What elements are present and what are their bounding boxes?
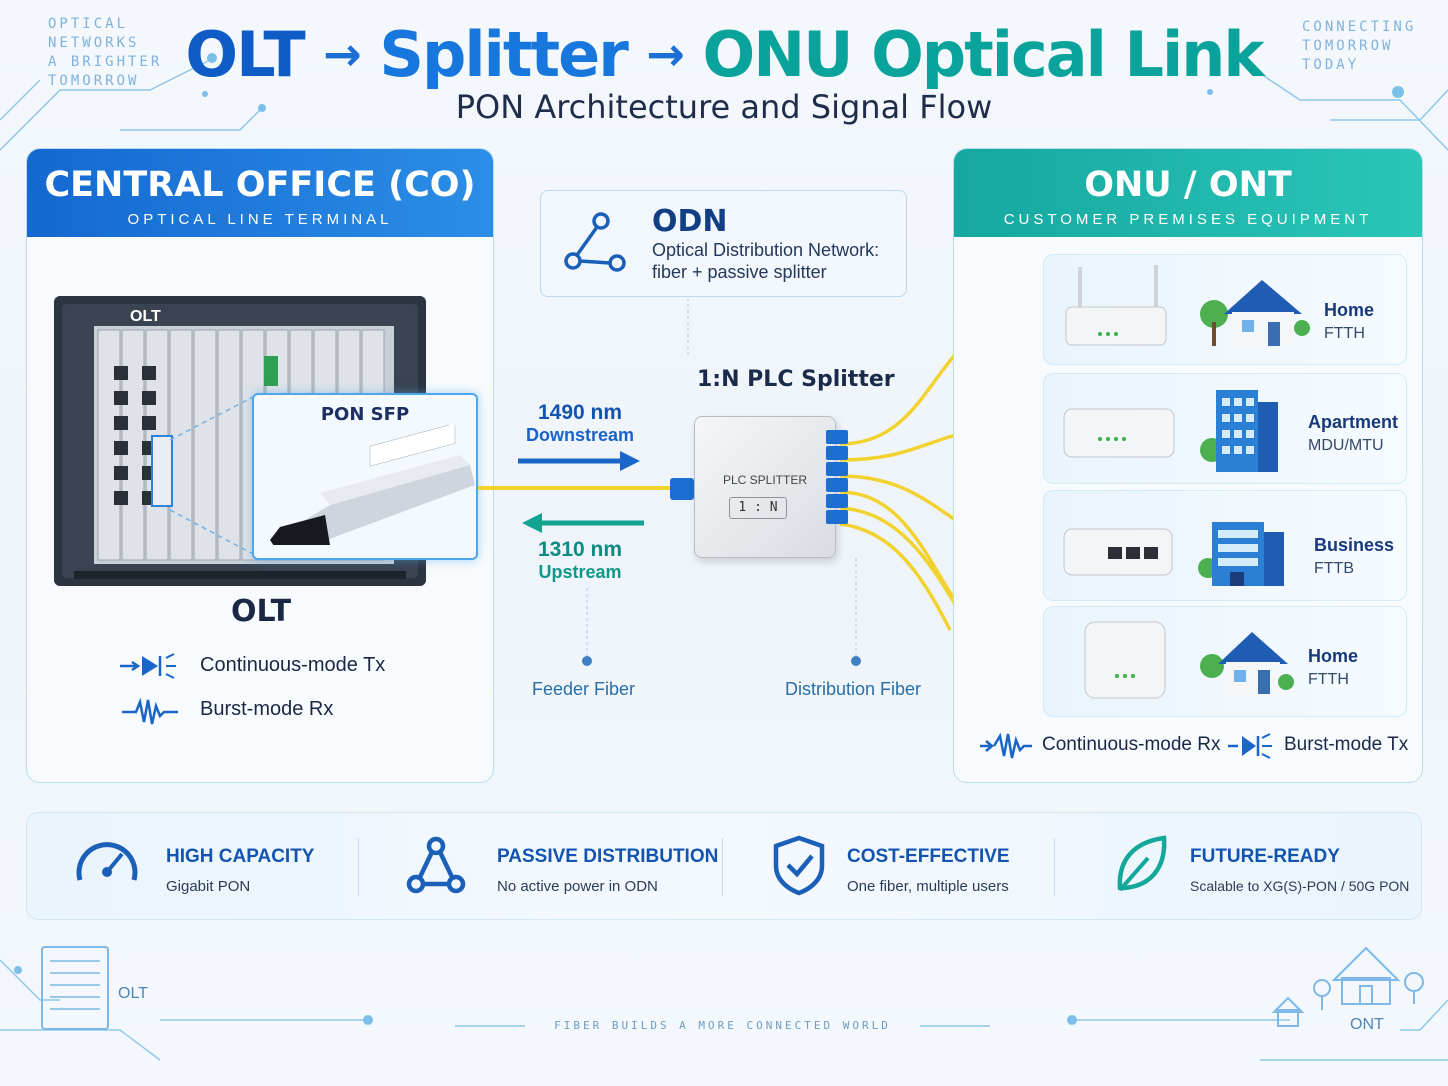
leaf-icon <box>1117 835 1167 892</box>
ont-tower-icon <box>1084 621 1166 699</box>
odn-desc-line2: fiber + passive splitter <box>652 262 827 282</box>
onu-feature-tx: Burst-mode Tx <box>1284 734 1409 755</box>
fiber-guide-lines <box>586 298 857 658</box>
feeder-fiber-label: Feeder Fiber <box>532 679 636 699</box>
apartment-building-icon <box>1200 390 1278 472</box>
olt-rack-icon <box>41 946 109 1030</box>
shield-check-icon <box>773 835 825 896</box>
feeder-fiber <box>478 478 694 500</box>
waveform-icon <box>122 698 178 725</box>
feeder-fiber-dot <box>582 656 592 666</box>
distribution-fiber-label: Distribution Fiber <box>785 679 922 699</box>
gauge-icon <box>76 842 138 881</box>
olt-feature-rx: Burst-mode Rx <box>200 698 334 720</box>
laser-emit-icon <box>120 653 176 679</box>
office-building-icon <box>1198 522 1284 586</box>
downstream-label: Downstream <box>525 425 635 445</box>
central-office-header: CENTRAL OFFICE (CO) OPTICAL LINE TERMINA… <box>27 149 493 237</box>
onu-feature-rx: Continuous-mode Rx <box>1042 734 1221 755</box>
distribution-fiber-dot <box>851 656 861 666</box>
central-office-subtitle: OPTICAL LINE TERMINAL <box>127 211 393 228</box>
footer-tagline: FIBER BUILDS A MORE CONNECTED WORLD <box>554 1019 891 1032</box>
pon-sfp-label: PON SFP <box>320 404 410 425</box>
network-nodes-icon <box>406 836 466 894</box>
odn-title: ODN <box>652 204 728 239</box>
page-title: OLT → Splitter → ONU Optical Link <box>185 18 1264 91</box>
splitter-body-label: PLC SPLITTER <box>722 473 808 487</box>
olt-device-label: OLT <box>231 594 292 629</box>
features-divider <box>722 838 723 896</box>
features-divider <box>1054 838 1055 896</box>
pon-sfp-callout: PON SFP <box>252 393 478 560</box>
page-subtitle: PON Architecture and Signal Flow <box>455 88 993 126</box>
network-nodes-icon <box>564 212 626 272</box>
features-strip <box>26 812 1422 920</box>
house-outline-icon <box>1271 946 1424 1027</box>
olt-chassis-label: OLT <box>130 308 161 325</box>
onu-title: ONU / ONT <box>1084 165 1292 205</box>
upstream-wavelength: 1310 nm <box>537 538 623 561</box>
footer-olt-label: OLT <box>118 985 148 1002</box>
central-office-title: CENTRAL OFFICE (CO) <box>44 165 476 205</box>
downstream-arrow <box>518 451 640 471</box>
upstream-arrow <box>522 513 644 533</box>
ethernet-switch-icon <box>1063 528 1173 576</box>
odn-info-box: ODN Optical Distribution Network: fiber … <box>540 190 907 297</box>
laser-emit-icon <box>1228 733 1272 759</box>
router-icon <box>1065 265 1167 346</box>
house-icon <box>1200 280 1310 346</box>
downstream-wavelength: 1490 nm <box>537 401 623 424</box>
olt-feature-tx: Continuous-mode Tx <box>200 654 386 676</box>
waveform-icon <box>980 732 1032 759</box>
ont-box-icon <box>1063 408 1175 458</box>
onu-header: ONU / ONT CUSTOMER PREMISES EQUIPMENT <box>954 149 1422 237</box>
splitter-ratio: 1 : N <box>729 497 787 519</box>
odn-desc-line1: Optical Distribution Network: <box>652 240 880 260</box>
plc-splitter-box: PLC SPLITTER 1 : N <box>694 416 836 558</box>
sfp-module-image <box>270 425 475 545</box>
onu-subtitle: CUSTOMER PREMISES EQUIPMENT <box>1003 211 1373 228</box>
sfp-callout-lines <box>169 395 256 556</box>
splitter-title: 1:N PLC Splitter <box>697 367 895 392</box>
features-divider <box>358 838 359 896</box>
house-icon <box>1200 632 1294 696</box>
upstream-label: Upstream <box>538 562 622 582</box>
footer-ont-label: ONT <box>1350 1016 1384 1033</box>
